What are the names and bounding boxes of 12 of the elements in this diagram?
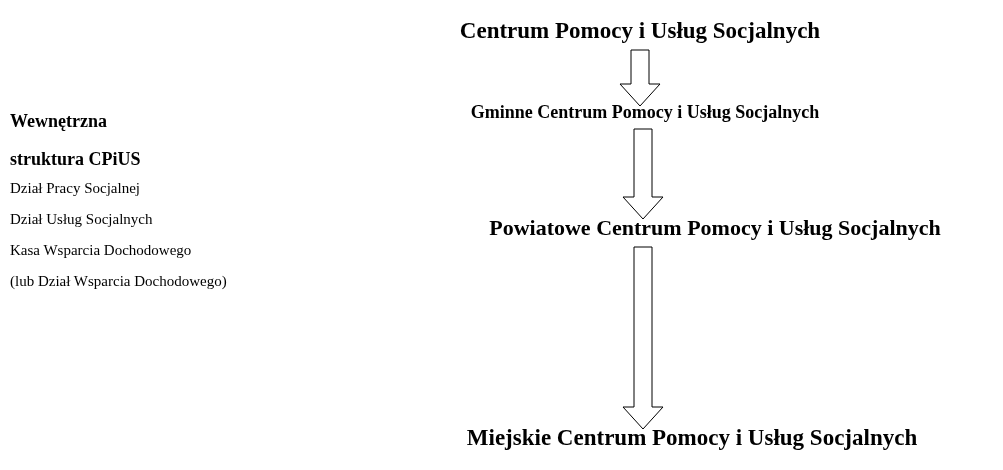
heading-text: Powiatowe Centrum Pomocy i Usług Socjalnych: [489, 215, 941, 241]
block-arrow: [622, 246, 664, 430]
list-item: Dział Usług Socjalnych: [10, 211, 153, 228]
block-arrow: [619, 49, 661, 107]
list-item: (lub Dział Wsparcia Dochodowego): [10, 273, 227, 290]
heading-text: Miejskie Centrum Pomocy i Usług Socjalnych: [466, 425, 918, 451]
heading-text: Gminne Centrum Pomocy i Usług Socjalnych: [470, 102, 820, 123]
list-item: Dział Pracy Socjalnej: [10, 180, 140, 197]
block-arrow: [622, 128, 664, 220]
heading-text: Centrum Pomocy i Usług Socjalnych: [459, 18, 821, 44]
section-heading: Wewnętrzna struktura CPiUS: [10, 110, 142, 171]
list-item: Kasa Wsparcia Dochodowego: [10, 242, 192, 259]
